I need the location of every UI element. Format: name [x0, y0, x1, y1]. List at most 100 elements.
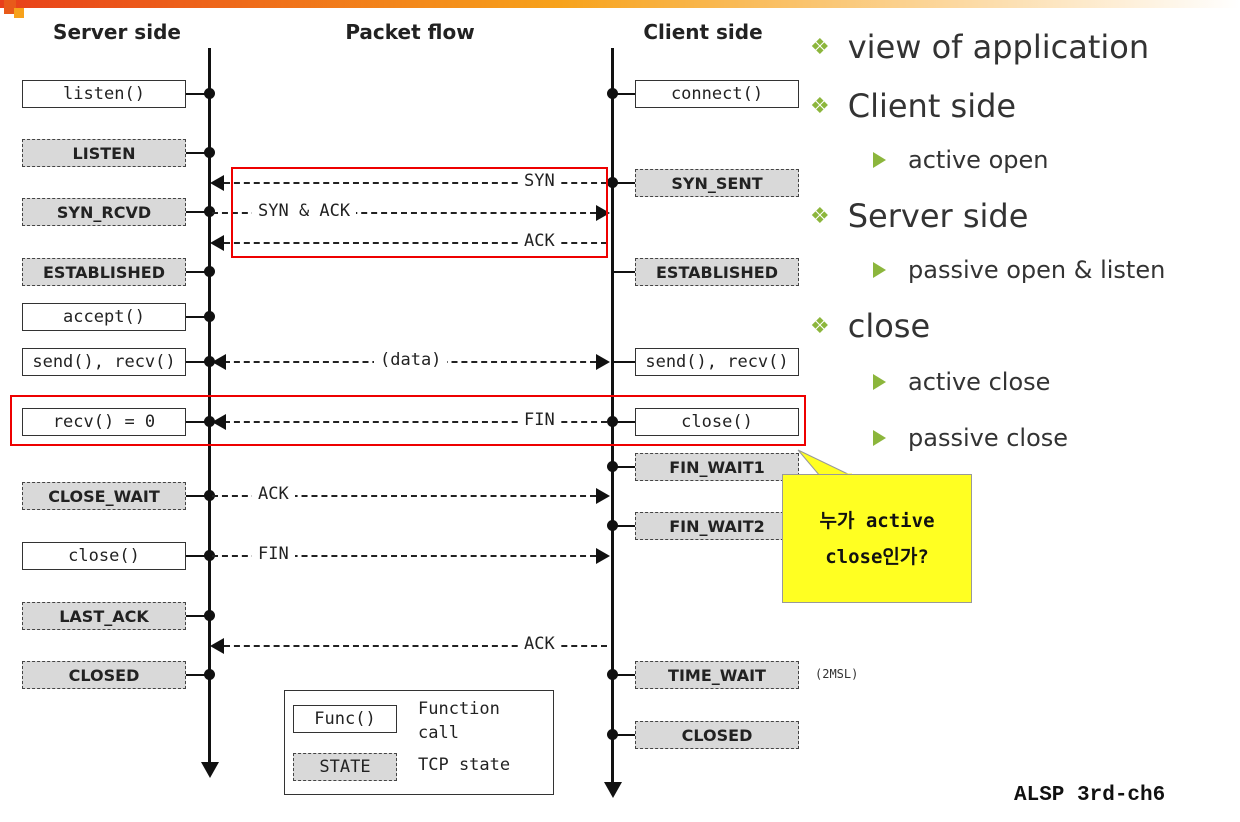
close-highlight-box — [10, 395, 806, 446]
flow-line-syn — [224, 182, 607, 184]
triangle-bullet-icon — [873, 262, 886, 278]
top-accent-bar — [0, 0, 1240, 8]
client-connector — [612, 466, 635, 468]
header-packet-flow: Packet flow — [345, 20, 475, 44]
legend-state-desc: TCP state — [418, 755, 511, 775]
flow-label-fin-2: FIN — [252, 544, 295, 564]
server-event-dot — [204, 311, 215, 322]
server-state-established: ESTABLISHED — [22, 258, 186, 286]
client-event-dot — [607, 520, 618, 531]
handshake-highlight-box — [231, 167, 608, 258]
arrowhead-right-icon — [596, 548, 610, 564]
client-send-recv-call: send(), recv() — [635, 348, 799, 376]
server-close-call: close() — [22, 542, 186, 570]
client-state-fin-wait2: FIN_WAIT2 — [635, 512, 799, 540]
server-connector — [186, 361, 210, 363]
client-close-call: close() — [635, 408, 799, 436]
client-connector — [612, 525, 635, 527]
header-client-side: Client side — [643, 20, 763, 44]
flow-line-fin-2 — [212, 555, 596, 557]
server-state-syn-rcvd: SYN_RCVD — [22, 198, 186, 226]
server-event-dot — [204, 206, 215, 217]
server-connector — [186, 316, 210, 318]
flow-line-ack-3 — [224, 645, 607, 647]
flow-line-ack-1 — [224, 242, 607, 244]
client-event-dot — [607, 729, 618, 740]
bullet-view-of-application: ❖view of application — [810, 28, 1150, 66]
legend: Func() Function call STATE TCP state — [284, 690, 554, 795]
client-state-time-wait: TIME_WAIT — [635, 661, 799, 689]
server-state-closed: CLOSED — [22, 661, 186, 689]
flow-label-ack-1: ACK — [518, 231, 561, 251]
bullet-passive-close: passive close — [873, 424, 1068, 452]
server-send-recv-call: send(), recv() — [22, 348, 186, 376]
callout-note: 누가 active close인가? — [782, 474, 972, 603]
triangle-bullet-icon — [873, 430, 886, 446]
bullet-active-open: active open — [873, 146, 1048, 174]
arrowhead-left-icon — [210, 638, 224, 654]
legend-func-desc: Function call — [418, 699, 500, 743]
server-timeline-arrow-icon — [201, 762, 219, 778]
client-timeline-arrow-icon — [604, 782, 622, 798]
legend-state-sample: STATE — [293, 753, 397, 781]
time-wait-note: (2MSL) — [815, 667, 859, 681]
client-connect-call: connect() — [635, 80, 799, 108]
server-event-dot — [204, 88, 215, 99]
server-event-dot — [204, 416, 215, 427]
callout-line-2: close인가? — [825, 545, 929, 568]
client-event-dot — [607, 669, 618, 680]
bullet-passive-open-listen: passive open & listen — [873, 256, 1165, 284]
client-event-dot — [607, 416, 618, 427]
arrowhead-left-icon — [210, 175, 224, 191]
arrowhead-right-icon — [596, 354, 610, 370]
server-connector — [186, 152, 210, 154]
triangle-bullet-icon — [873, 152, 886, 168]
server-connector — [186, 271, 210, 273]
arrowhead-left-icon — [212, 414, 226, 430]
server-event-dot — [204, 610, 215, 621]
flow-line-syn-ack — [212, 212, 596, 214]
bullet-client-side: ❖Client side — [810, 87, 1017, 125]
bullet-close: ❖close — [810, 307, 931, 345]
server-connector — [186, 211, 210, 213]
server-event-dot — [204, 147, 215, 158]
diamond-bullet-icon: ❖ — [810, 203, 830, 229]
client-connector — [612, 734, 635, 736]
client-state-syn-sent: SYN_SENT — [635, 169, 799, 197]
server-connector — [186, 495, 210, 497]
server-connector — [186, 674, 210, 676]
client-connector — [612, 271, 635, 273]
header-server-side: Server side — [53, 20, 181, 44]
diamond-bullet-icon: ❖ — [810, 34, 830, 60]
server-state-last-ack: LAST_ACK — [22, 602, 186, 630]
client-state-closed: CLOSED — [635, 721, 799, 749]
logo-square-icon — [4, 0, 16, 14]
footer-reference: ALSP 3rd-ch6 — [1014, 784, 1166, 807]
client-timeline — [611, 48, 614, 783]
triangle-bullet-icon — [873, 374, 886, 390]
server-timeline — [208, 48, 211, 763]
server-connector — [186, 421, 210, 423]
legend-func-sample: Func() — [293, 705, 397, 733]
flow-label-ack-2: ACK — [252, 484, 295, 504]
flow-label-syn: SYN — [518, 171, 561, 191]
server-connector — [186, 555, 210, 557]
server-state-listen: LISTEN — [22, 139, 186, 167]
server-event-dot — [204, 356, 215, 367]
flow-label-syn-ack: SYN & ACK — [252, 201, 357, 221]
server-connector — [186, 93, 210, 95]
diamond-bullet-icon: ❖ — [810, 93, 830, 119]
server-event-dot — [204, 266, 215, 277]
client-state-fin-wait1: FIN_WAIT1 — [635, 453, 799, 481]
server-listen-call: listen() — [22, 80, 186, 108]
server-state-close-wait: CLOSE_WAIT — [22, 482, 186, 510]
server-accept-call: accept() — [22, 303, 186, 331]
server-event-dot — [204, 669, 215, 680]
arrowhead-left-icon — [212, 354, 226, 370]
server-event-dot — [204, 490, 215, 501]
callout-line-1: 누가 active — [819, 509, 935, 532]
client-event-dot — [607, 461, 618, 472]
flow-line-ack-2 — [212, 495, 596, 497]
diamond-bullet-icon: ❖ — [810, 313, 830, 339]
server-recv-zero-call: recv() = 0 — [22, 408, 186, 436]
